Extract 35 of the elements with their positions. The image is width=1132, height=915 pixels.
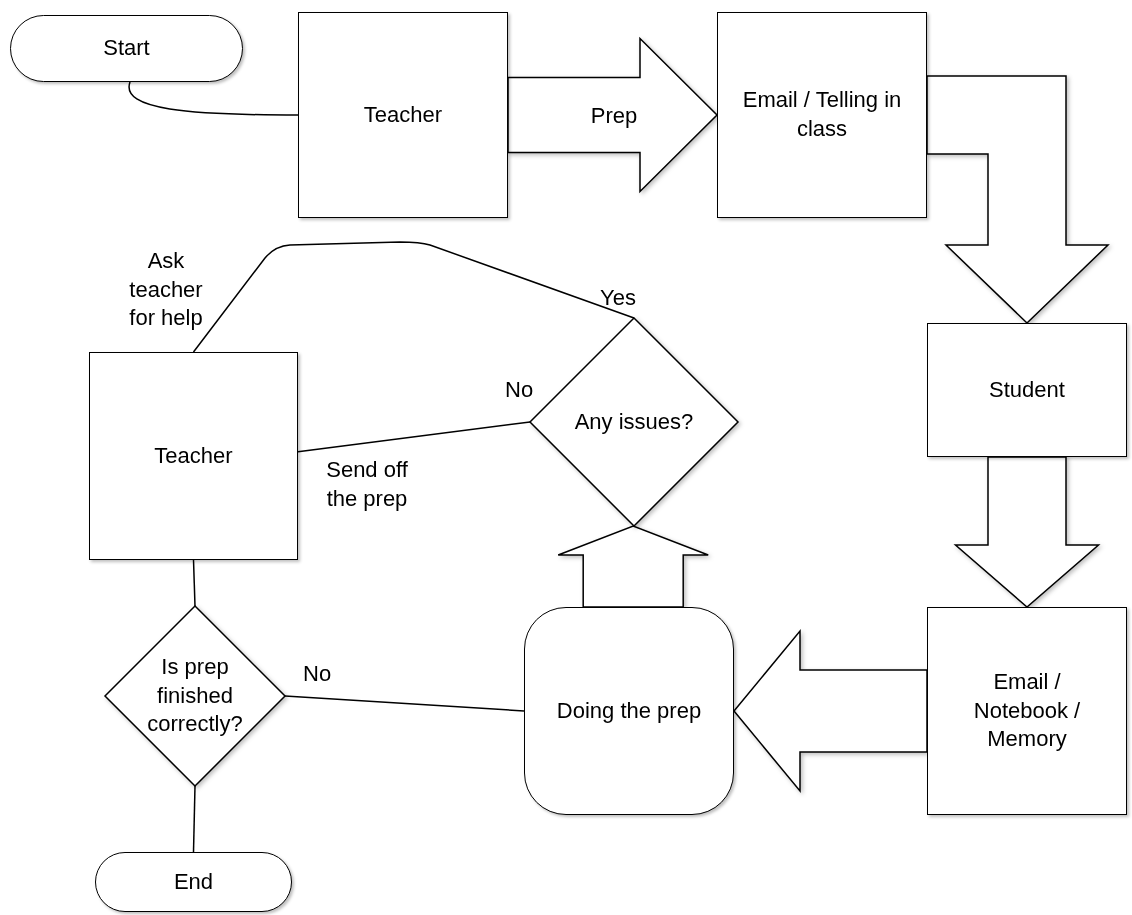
branch-label: No: [505, 376, 534, 404]
branch-label: No: [303, 660, 332, 688]
branch-label: Yes: [600, 284, 636, 312]
block-arrow: [733, 628, 928, 794]
connector-line: [192, 559, 196, 607]
node-label: Start: [103, 34, 150, 63]
block-arrow: [953, 456, 1101, 608]
edge-label: Prep: [589, 102, 639, 130]
node-label: Student: [989, 375, 1065, 404]
edge-label: Send off the prep: [325, 456, 409, 513]
node-label: Any issues?: [574, 407, 694, 436]
process-box: [927, 323, 1127, 457]
process-box: [717, 12, 927, 218]
process-box: [89, 352, 298, 560]
connector-line: [297, 421, 531, 453]
process-box: [927, 607, 1127, 815]
block-arrow: [557, 525, 709, 608]
node-label: Teacher: [363, 100, 443, 129]
connector-line: [192, 785, 196, 853]
terminal-shape: [95, 852, 292, 912]
node-label: End: [173, 867, 214, 896]
node-label: Teacher: [154, 441, 233, 470]
block-arrow: [507, 36, 719, 194]
node-label: Is prep finished correctly?: [146, 653, 244, 739]
node-label: Email / Telling in class: [742, 86, 902, 143]
node-label: Doing the prep: [556, 696, 702, 725]
connector-line: [284, 695, 525, 712]
edge-label: Ask teacher for help: [128, 247, 204, 333]
block-arrow: [926, 75, 1110, 325]
terminal-shape: [10, 15, 243, 82]
node-label: Email / Notebook / Memory: [972, 668, 1082, 754]
process-box: [298, 12, 508, 218]
rounded-process-box: [524, 607, 734, 815]
connector-line: [128, 81, 299, 116]
connector-line: [192, 241, 635, 353]
